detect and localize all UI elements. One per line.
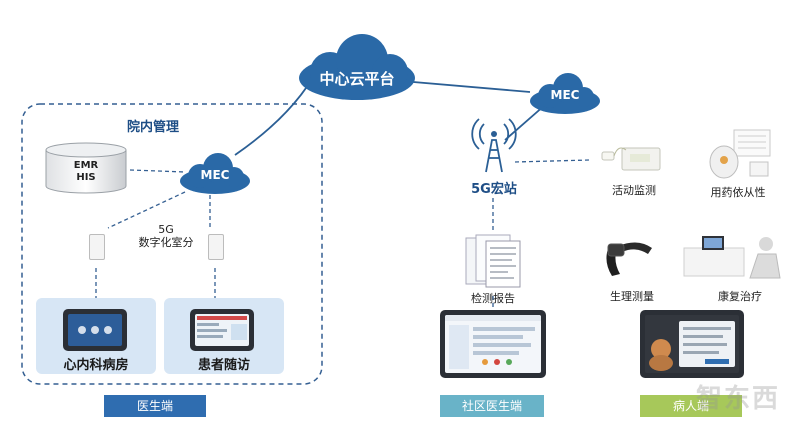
physiology-label: 生理测量 (610, 290, 654, 303)
tablet-icon (63, 309, 127, 351)
wireless-label: 5G 数字化室分 (138, 223, 194, 249)
community-band: 社区医生端 (440, 395, 544, 417)
community-app-screen (445, 315, 541, 369)
patient-tablet-icon (640, 310, 744, 378)
watermark: 智东西 (696, 384, 781, 414)
center-cloud-icon (299, 34, 415, 100)
router-icon (89, 234, 105, 260)
emr-his-label: EMR HIS (73, 160, 99, 183)
medication-label: 用药依从性 (710, 186, 766, 199)
ward-label: 心内科病房 (63, 358, 129, 373)
community-mec-cloud-icon (530, 73, 600, 114)
doctor-band: 医生端 (104, 395, 206, 417)
router-icon (208, 234, 224, 260)
community-tablet-icon (440, 310, 546, 378)
patient-band: 病人端 (640, 395, 742, 417)
5g-tower-icon (471, 118, 517, 173)
hospital-title: 院内管理 (127, 120, 180, 135)
report-icon (465, 234, 521, 288)
wearable-icon (606, 242, 652, 276)
activity-monitor-icon (601, 147, 661, 171)
medication-icon (709, 129, 771, 179)
app-screen (78, 326, 112, 334)
report-label: 检测报告 (471, 292, 515, 305)
rehab-label: 康复治疗 (718, 290, 762, 303)
community-mec-cloud-label: MEC (550, 88, 580, 102)
database-icon (45, 142, 127, 194)
activity-label: 活动监测 (612, 184, 656, 197)
rehab-icon (683, 236, 781, 279)
5g-station-label: 5G宏站 (471, 182, 517, 197)
app-screen (197, 316, 247, 340)
mec-cloud-icon (180, 153, 250, 194)
followup-label: 患者随访 (197, 358, 250, 373)
center-cloud-label: 中心云平台 (319, 70, 395, 88)
mec-cloud-label: MEC (200, 168, 230, 182)
patient-app-screen (645, 315, 739, 373)
hospital-boundary (21, 103, 323, 385)
tablet-icon (190, 309, 254, 351)
